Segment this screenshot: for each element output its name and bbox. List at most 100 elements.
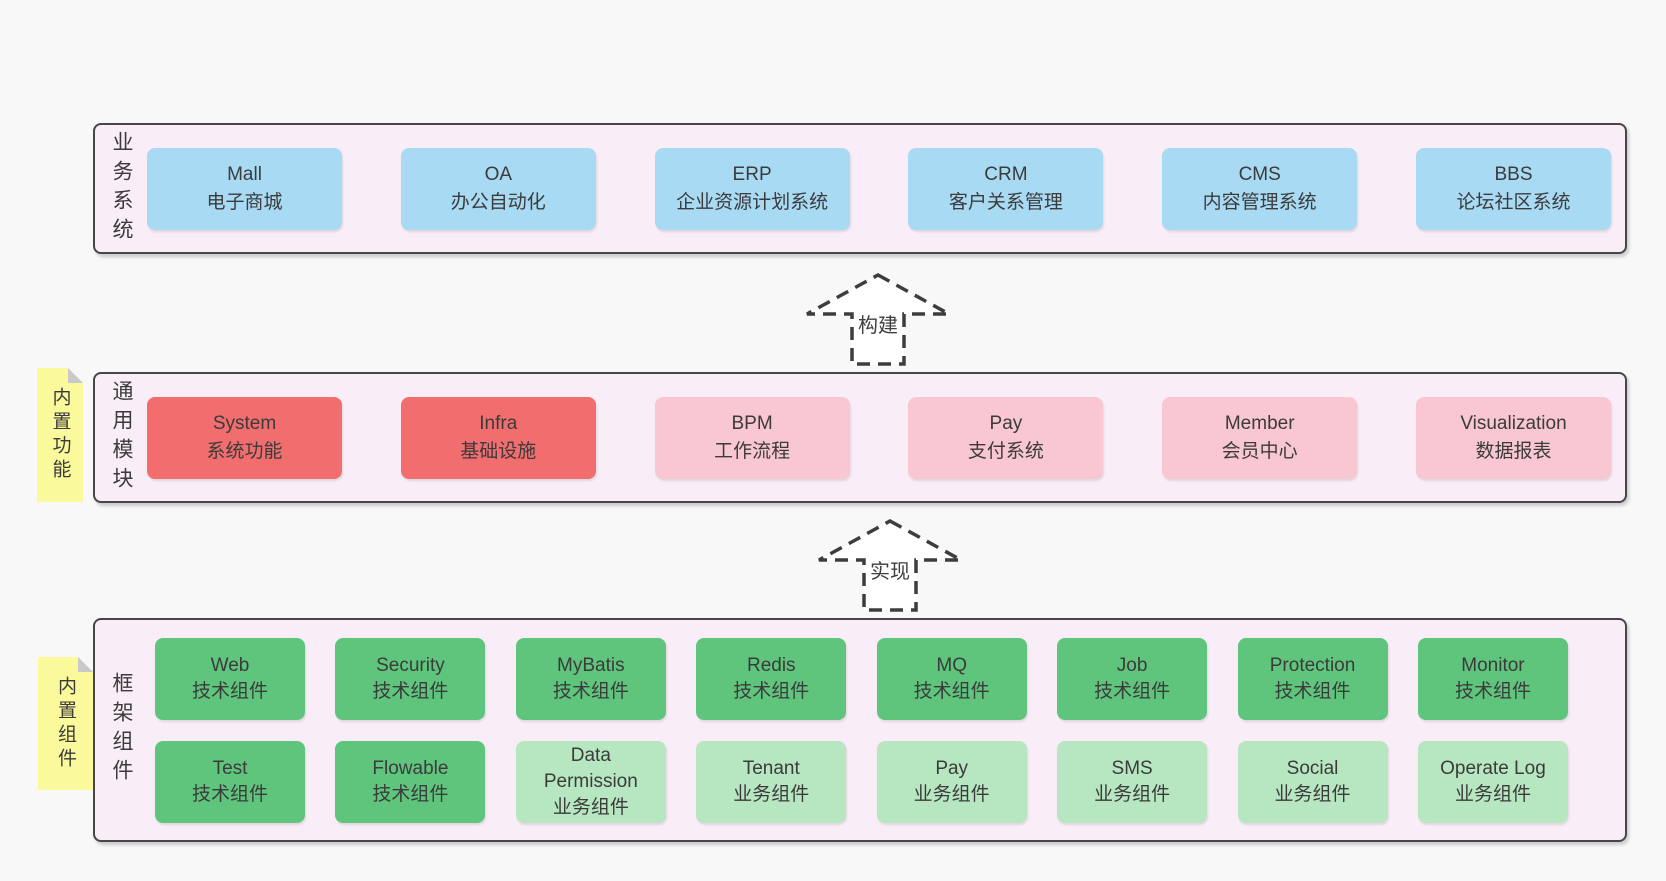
band-modules-row: System 系统功能 Infra 基础设施 BPM 工作流程 Pay 支付系统… (147, 374, 1611, 501)
box-operate-log-title: Operate Log (1440, 757, 1546, 779)
box-flowable-subtitle: 技术组件 (372, 783, 449, 805)
box-protection-title: Protection (1269, 654, 1356, 676)
box-tenant-title: Tenant (742, 757, 800, 779)
box-sms-title: SMS (1111, 757, 1153, 779)
box-pay-component-subtitle: 业务组件 (913, 783, 990, 805)
box-social-subtitle: 业务组件 (1274, 783, 1351, 805)
arrow-implement: 实现 (815, 518, 965, 613)
box-operate-log: Operate Log 业务组件 (1417, 740, 1568, 823)
band-business-row: Mall 电子商城 OA 办公自动化 ERP 企业资源计划系统 CRM 客户关系… (147, 125, 1611, 252)
box-mybatis-title: MyBatis (557, 654, 625, 676)
sticky-built-in-components: 内置组件 (38, 657, 93, 790)
box-mall-title: Mall (227, 163, 262, 185)
box-social: Social 业务组件 (1237, 740, 1388, 823)
box-web: Web 技术组件 (155, 637, 305, 720)
box-test: Test 技术组件 (155, 740, 305, 823)
box-visualization-subtitle: 数据报表 (1475, 440, 1552, 462)
box-bbs-subtitle: 论坛社区系统 (1456, 191, 1571, 213)
box-web-title: Web (210, 654, 250, 676)
band-framework-label: 框架组件 (110, 672, 133, 788)
box-infra-title: Infra (479, 412, 518, 434)
box-bbs: BBS 论坛社区系统 (1415, 147, 1611, 230)
box-cms-subtitle: 内容管理系统 (1202, 191, 1317, 213)
box-member-subtitle: 会员中心 (1221, 440, 1298, 462)
box-monitor-subtitle: 技术组件 (1454, 680, 1531, 702)
box-sms: SMS 业务组件 (1057, 740, 1208, 823)
box-cms-title: CMS (1238, 163, 1281, 185)
box-mybatis: MyBatis 技术组件 (515, 637, 666, 720)
box-data-permission-subtitle: 业务组件 (552, 796, 629, 818)
box-oa: OA 办公自动化 (400, 147, 596, 230)
box-test-title: Test (212, 757, 248, 779)
box-crm-subtitle: 客户关系管理 (948, 191, 1063, 213)
band-business-label: 业务系统 (110, 130, 133, 247)
box-mall: Mall 电子商城 (147, 147, 342, 230)
box-bpm: BPM 工作流程 (654, 396, 850, 479)
box-job-title: Job (1116, 654, 1148, 676)
box-social-title: Social (1286, 757, 1339, 779)
box-protection-subtitle: 技术组件 (1274, 680, 1351, 702)
box-monitor: Monitor 技术组件 (1417, 637, 1568, 720)
box-redis-subtitle: 技术组件 (733, 680, 810, 702)
box-security: Security 技术组件 (335, 637, 486, 720)
box-bpm-subtitle: 工作流程 (714, 440, 791, 462)
box-system-subtitle: 系统功能 (206, 440, 283, 462)
box-system: System 系统功能 (147, 396, 342, 479)
box-crm-title: CRM (984, 163, 1028, 185)
box-redis: Redis 技术组件 (696, 637, 847, 720)
box-sms-subtitle: 业务组件 (1094, 783, 1171, 805)
box-bpm-title: BPM (731, 412, 773, 434)
box-redis-title: Redis (746, 654, 796, 676)
box-bbs-title: BBS (1494, 163, 1533, 185)
framework-row-1: Web 技术组件 Security 技术组件 MyBatis 技术组件 Redi… (155, 637, 1568, 720)
box-mq-title: MQ (936, 654, 967, 676)
box-infra-subtitle: 基础设施 (460, 440, 537, 462)
box-system-title: System (212, 412, 277, 434)
box-visualization-title: Visualization (1460, 412, 1567, 434)
box-oa-title: OA (484, 163, 513, 185)
framework-row-2: Test 技术组件 Flowable 技术组件 Data Permission … (155, 740, 1568, 823)
band-modules-label: 通用模块 (110, 379, 133, 496)
box-job: Job 技术组件 (1057, 637, 1208, 720)
box-data-permission-title: Data Permission (543, 744, 638, 792)
box-security-title: Security (376, 654, 445, 676)
box-pay-system-subtitle: 支付系统 (967, 440, 1044, 462)
box-erp-subtitle: 企业资源计划系统 (676, 191, 829, 213)
box-infra: Infra 基础设施 (400, 396, 596, 479)
box-job-subtitle: 技术组件 (1094, 680, 1171, 702)
box-security-subtitle: 技术组件 (372, 680, 449, 702)
box-member-title: Member (1224, 412, 1295, 434)
box-erp-title: ERP (732, 163, 772, 185)
box-mq: MQ 技术组件 (876, 637, 1027, 720)
box-pay-component-title: Pay (935, 757, 969, 779)
box-cms: CMS 内容管理系统 (1162, 147, 1358, 230)
sticky-built-in-components-label: 内置组件 (55, 675, 76, 772)
sticky-built-in-features-label: 内置功能 (49, 387, 71, 483)
box-operate-log-subtitle: 业务组件 (1454, 783, 1531, 805)
arrow-build: 构建 (803, 272, 953, 367)
box-flowable-title: Flowable (372, 757, 449, 779)
box-visualization: Visualization 数据报表 (1415, 396, 1611, 479)
box-flowable: Flowable 技术组件 (335, 740, 486, 823)
arrow-build-label: 构建 (855, 309, 901, 338)
sticky-built-in-features: 内置功能 (37, 368, 83, 502)
box-member: Member 会员中心 (1162, 396, 1358, 479)
box-pay-component: Pay 业务组件 (876, 740, 1027, 823)
band-framework-rows: Web 技术组件 Security 技术组件 MyBatis 技术组件 Redi… (155, 620, 1568, 840)
box-tenant: Tenant 业务组件 (696, 740, 847, 823)
arrow-implement-label: 实现 (867, 555, 913, 584)
band-business-systems: 业务系统 Mall 电子商城 OA 办公自动化 ERP 企业资源计划系统 CRM… (93, 123, 1627, 254)
box-protection: Protection 技术组件 (1237, 637, 1388, 720)
box-oa-subtitle: 办公自动化 (450, 191, 546, 213)
box-monitor-title: Monitor (1461, 654, 1525, 676)
box-pay-system: Pay 支付系统 (908, 396, 1104, 479)
box-crm: CRM 客户关系管理 (908, 147, 1104, 230)
box-erp: ERP 企业资源计划系统 (654, 147, 850, 230)
band-framework-components: 框架组件 Web 技术组件 Security 技术组件 MyBatis 技术组件… (93, 618, 1627, 842)
box-mq-subtitle: 技术组件 (913, 680, 990, 702)
box-test-subtitle: 技术组件 (191, 783, 268, 805)
box-mybatis-subtitle: 技术组件 (552, 680, 629, 702)
box-web-subtitle: 技术组件 (191, 680, 268, 702)
box-data-permission: Data Permission 业务组件 (515, 740, 666, 823)
box-mall-subtitle: 电子商城 (206, 191, 283, 213)
